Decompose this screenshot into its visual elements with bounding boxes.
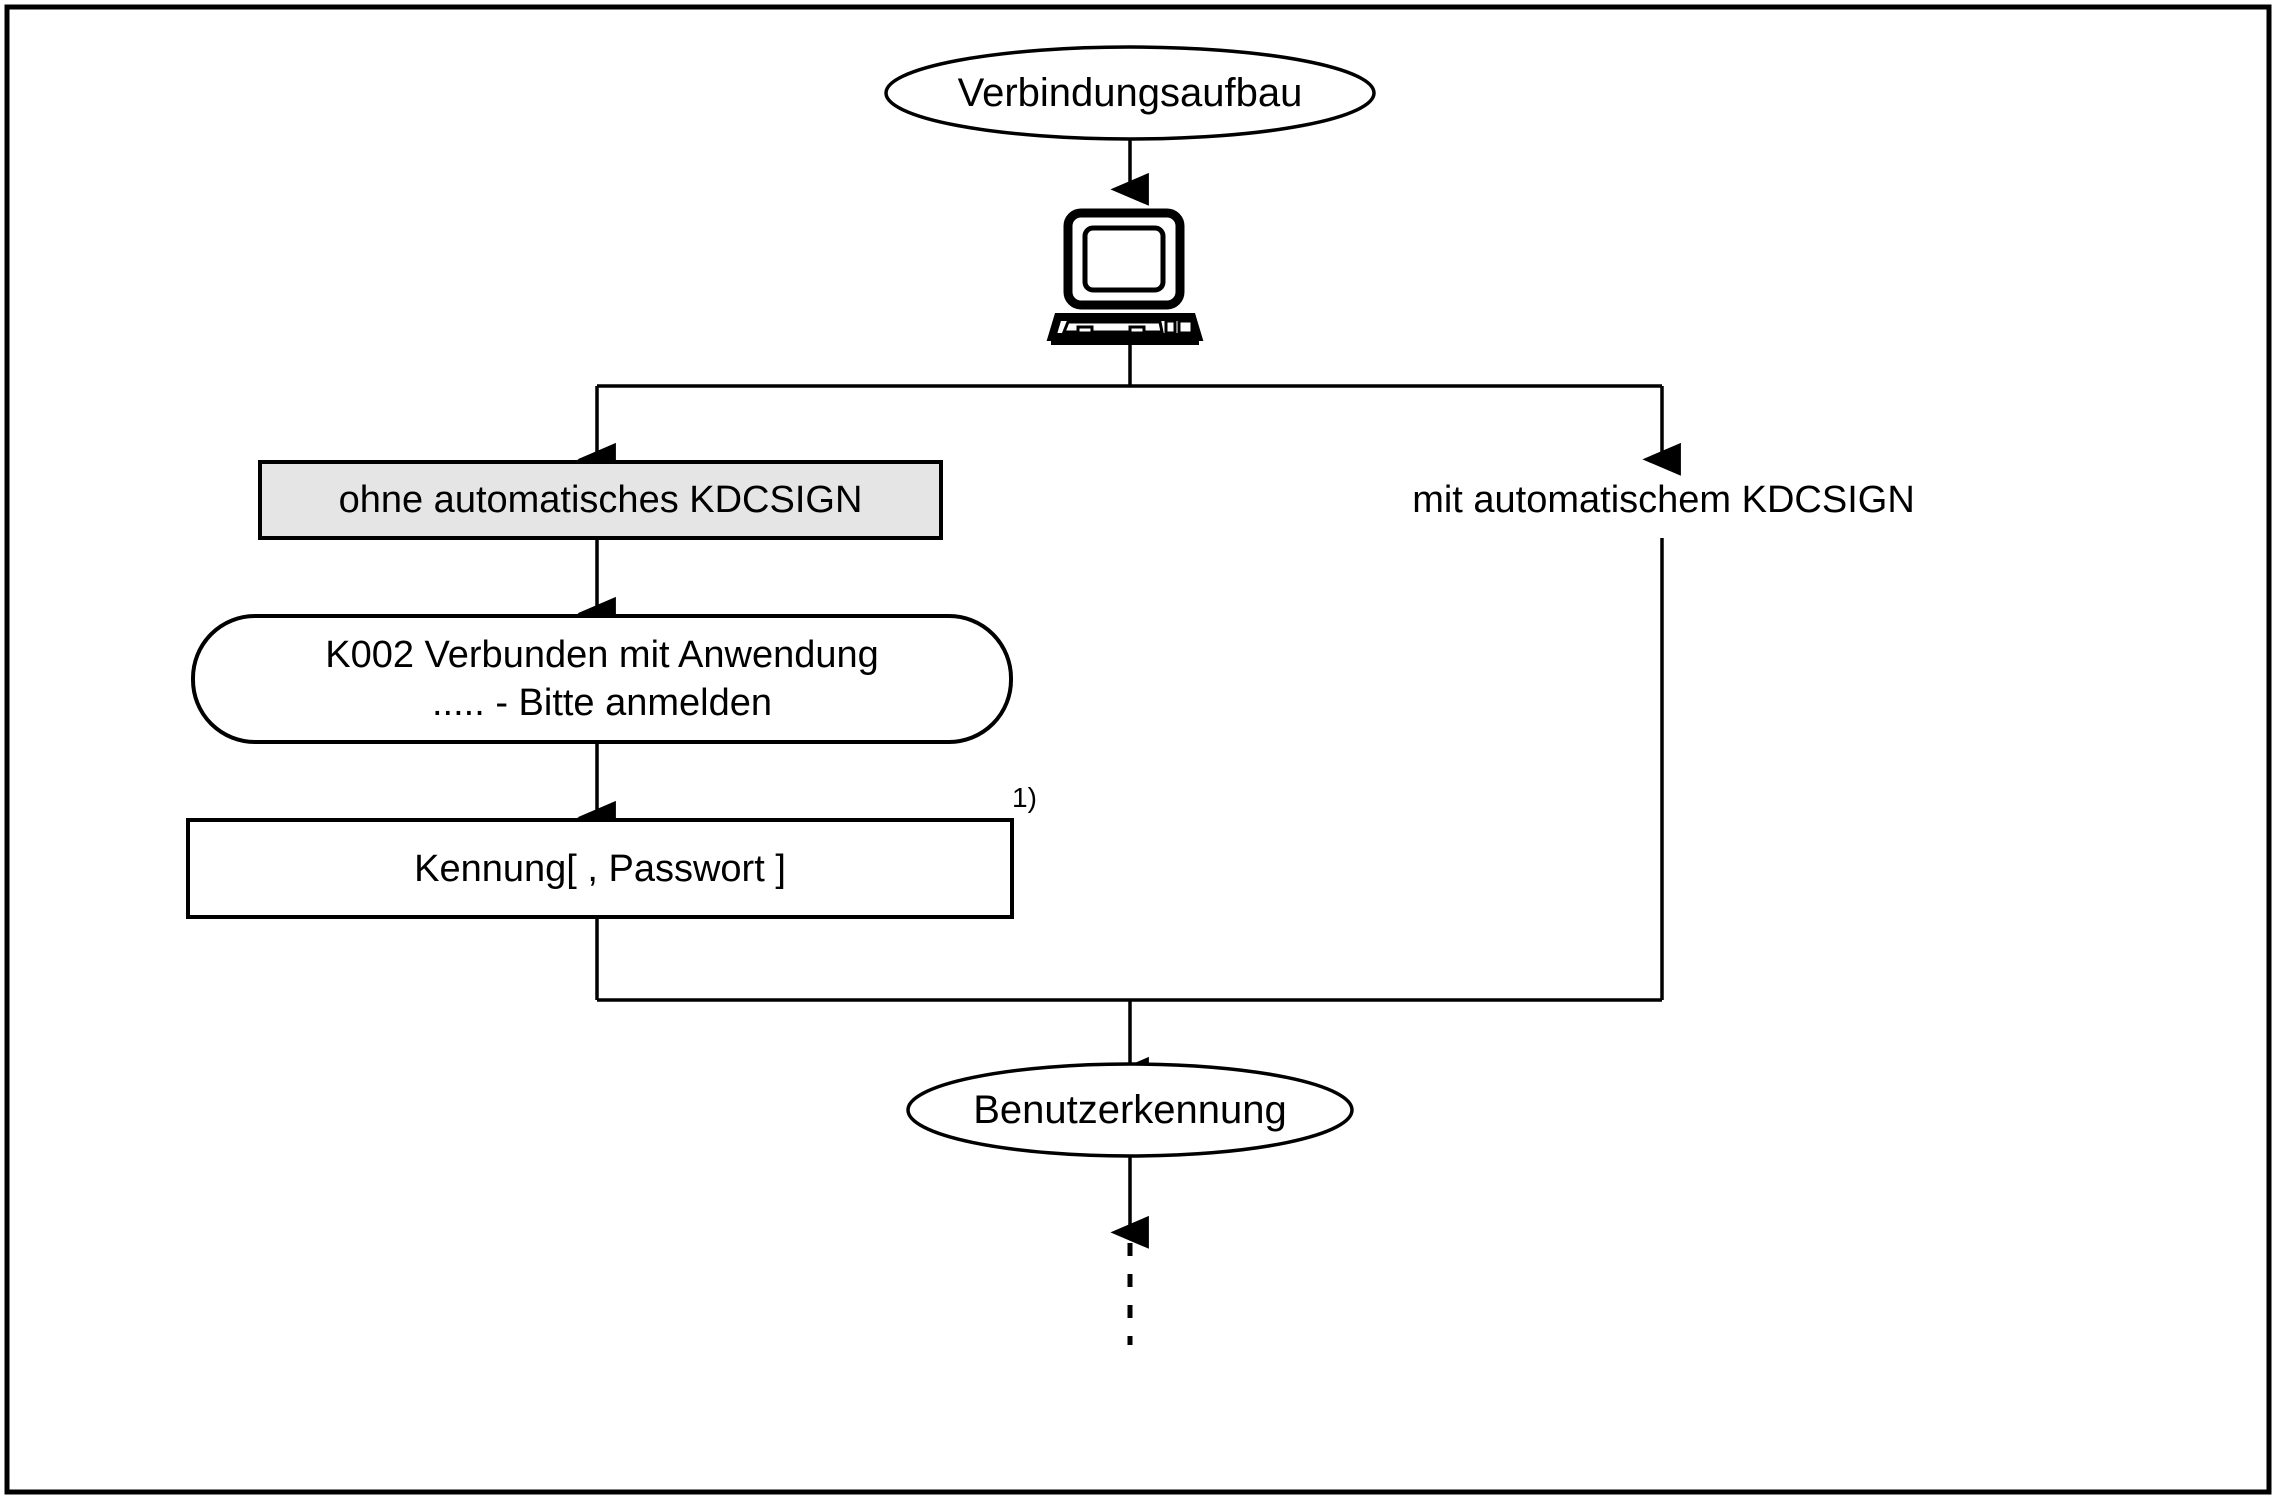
node-k002-box[interactable] bbox=[191, 614, 1013, 744]
footnote-marker-1: 1) bbox=[1012, 782, 1037, 813]
node-branch-ohne-box[interactable] bbox=[258, 460, 943, 540]
node-start-ellipse[interactable] bbox=[884, 45, 1376, 141]
node-end-ellipse[interactable] bbox=[906, 1062, 1354, 1158]
page-border bbox=[4, 4, 2272, 1495]
computer-terminal-icon bbox=[1046, 208, 1204, 345]
node-kennung-box[interactable] bbox=[186, 818, 1014, 919]
